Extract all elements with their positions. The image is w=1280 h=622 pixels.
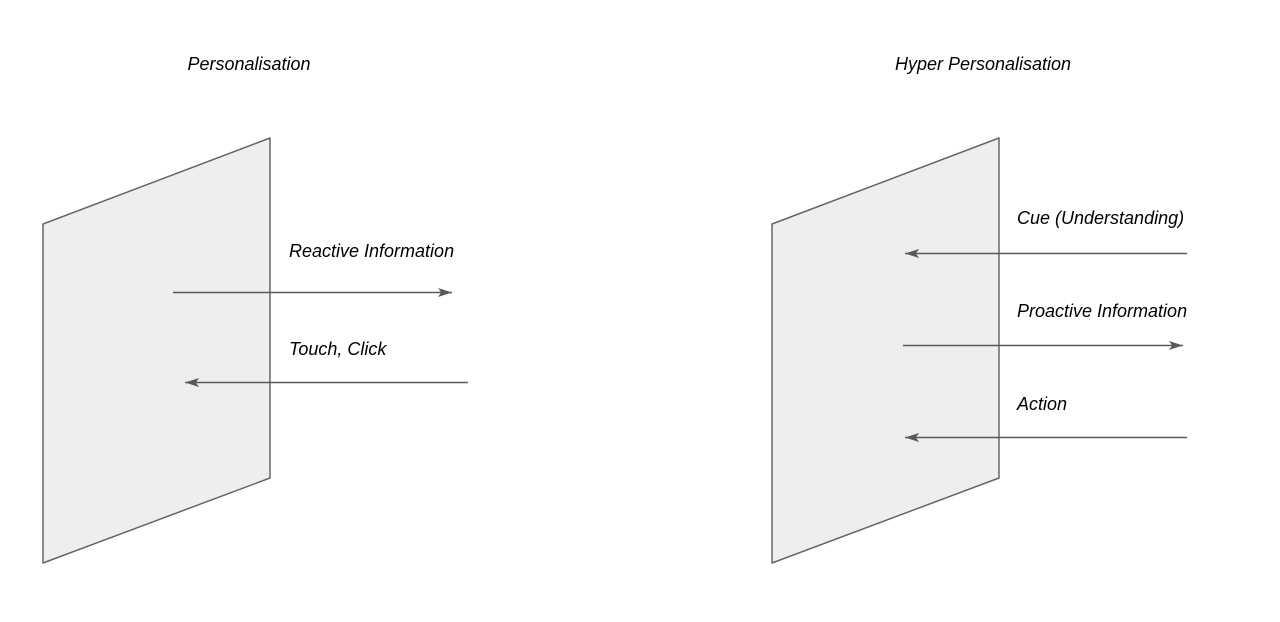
cue-understanding-label: Cue (Understanding) <box>1017 208 1185 228</box>
proactive-information-label: Proactive Information <box>1017 301 1188 321</box>
touch-click-label: Touch, Click <box>289 339 387 359</box>
reactive-information-label: Reactive Information <box>289 241 455 261</box>
screen-parallelogram-hyper-personalisation <box>771 137 1000 564</box>
right-panel-title: Hyper Personalisation <box>894 54 1072 74</box>
screen-parallelogram-personalisation <box>42 137 271 564</box>
action-label: Action <box>1017 394 1068 414</box>
left-panel-title: Personalisation <box>187 54 311 74</box>
